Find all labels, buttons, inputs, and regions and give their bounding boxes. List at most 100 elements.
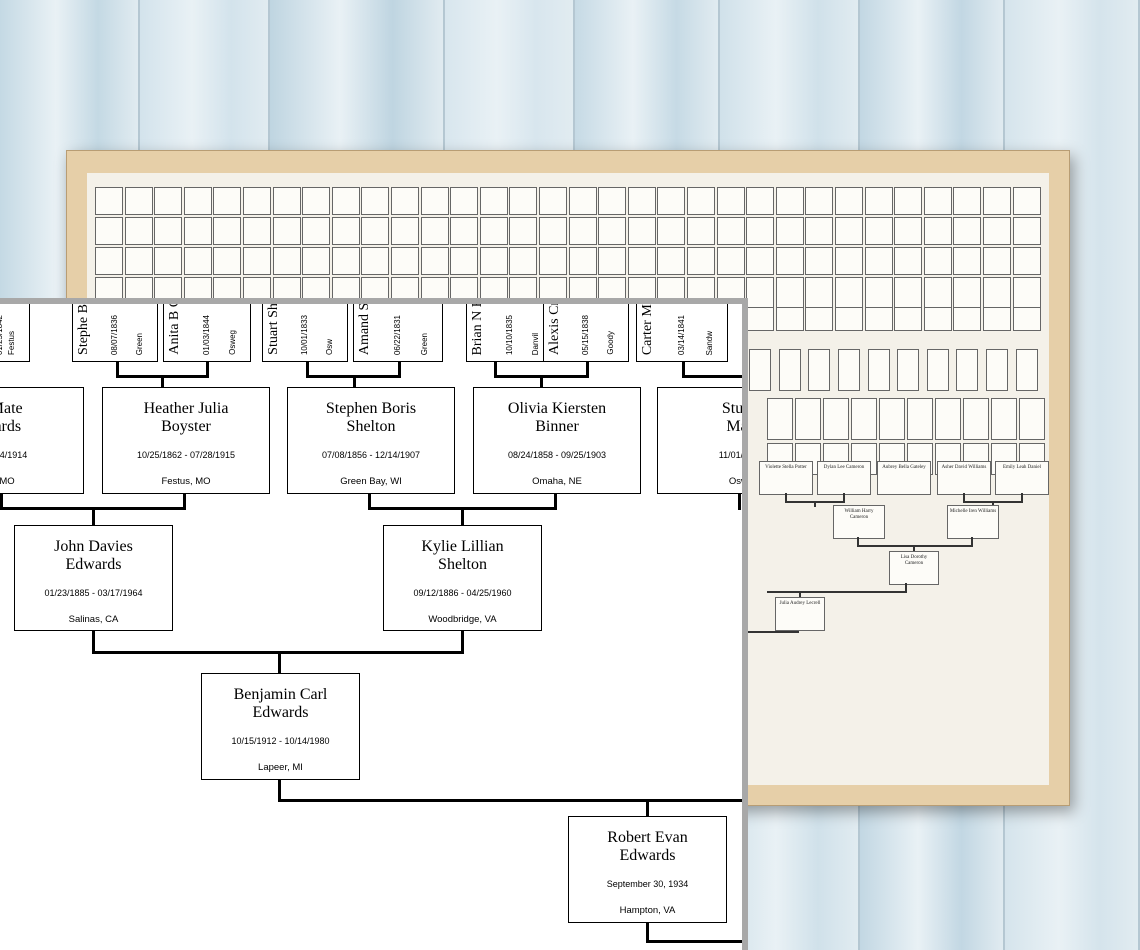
mini-ancestor-box [420,217,449,245]
mini-ancestor-box [1012,307,1041,331]
person-place: Omaha, NE [532,476,582,487]
mini-ancestor-box [124,217,153,245]
mini-person-name: Asher David Williams [941,465,987,470]
mini-ancestor-box [923,187,952,215]
ancestor-name: Alexis Cri [547,298,562,355]
mini-ancestor-box [1019,398,1045,440]
person-place: Hampton, VA [619,905,676,916]
person-dates: 01/23/1885 - 03/17/1964 [44,588,143,598]
ancestor-dates: 03/14/1841 [677,314,686,355]
mini-ancestor-box [838,349,860,391]
connector-line [494,362,497,378]
mini-connector [747,631,799,633]
person-place: Salinas, CA [68,614,119,625]
person-place: Festus, MO [161,476,211,487]
mini-ancestor-box [213,187,242,215]
mini-ancestor-box [894,247,923,275]
person-dates: 11/01/1863 [718,450,748,460]
mini-person-box: William Harry Cameron [833,505,885,539]
mini-ancestor-box [775,217,804,245]
mini-connector [1021,493,1023,503]
person-name: Binner [535,418,579,435]
mini-ancestor-box [805,187,834,215]
mini-ancestor-box [539,217,567,245]
person-name: t Mate [0,400,23,417]
mini-ancestor-box [1012,217,1041,245]
connector-line [554,494,557,510]
mini-ancestor-box [983,307,1011,331]
mini-person-box: Lisa Dorothy Cameron [889,551,939,585]
person-box: StuartMag 11/01/1863 Oswe [657,387,748,494]
mini-ancestor-box [154,217,183,245]
ancestor-dates: 01/25/1842 [0,314,4,355]
ancestor-place: Green [420,332,429,355]
mini-ancestor-box [778,349,801,391]
mini-ancestor-box [568,247,597,275]
mini-ancestor-box [716,187,745,215]
connector-line [278,780,281,802]
connector-line [738,494,741,510]
mini-person-name: Aubrey Bella Gateley [882,465,926,470]
mini-connector [963,493,965,503]
connector-line [586,362,589,378]
person-name: John Davies [54,538,133,555]
mini-ancestor-box [923,247,952,275]
mini-ancestor-box [775,277,804,309]
connector-line [116,362,119,378]
person-name: Kylie Lillian [421,538,504,555]
mini-ancestor-box [749,349,772,391]
ancestor-name: Brian N Bin [470,298,485,355]
mini-ancestor-box [983,187,1011,215]
person-name: Olivia Kiersten [507,400,607,417]
connector-line [92,631,95,654]
mini-ancestor-box [331,187,360,215]
connector-line [183,494,186,510]
mini-ancestor-box [864,277,893,309]
mini-ancestor-box [479,187,508,215]
mini-ancestor-box [391,187,419,215]
person-place: Woodbridge, VA [428,614,497,625]
person-place: Lapeer, MI [258,762,303,773]
person-name: Edwards [619,847,676,864]
connector-line [161,375,164,387]
connector-line [461,507,464,525]
mini-ancestor-box [450,247,479,275]
person-name: Robert Evan [607,829,688,846]
mini-ancestor-box [539,247,567,275]
mini-ancestor-box [509,187,538,215]
mini-ancestor-box [897,349,920,391]
mini-ancestor-box [183,247,212,275]
mini-ancestor-box [746,277,775,309]
mini-ancestor-box [331,217,360,245]
mini-ancestor-box [894,307,923,331]
mini-ancestor-box [302,247,331,275]
mini-person-name: Emily Leah Daniel [1002,465,1042,470]
mini-ancestor-box [539,187,567,215]
mini-person-box: Michelle Iren Williams [947,505,999,539]
connector-line [278,799,742,802]
mini-ancestor-box [479,217,508,245]
mini-ancestor-box [746,217,775,245]
connector-line [368,494,371,510]
connector-line [646,940,742,943]
ancestor-name: Carter Mag [640,298,655,355]
mini-ancestor-box [775,187,804,215]
mini-ancestor-box [361,187,390,215]
mini-ancestor-box [1012,277,1041,309]
mini-ancestor-box [243,187,271,215]
person-name: Stuart [721,400,744,417]
mini-ancestor-box [568,187,597,215]
mini-ancestor-box [124,187,153,215]
person-name: Stephen Boris [325,400,417,417]
person-name: Mag [726,418,748,435]
mini-ancestor-box [687,247,715,275]
ancestor-dates: 10/01/1833 [300,314,309,355]
mini-ancestor-box [627,217,656,245]
connector-line [92,507,95,525]
mini-connector [913,545,915,551]
mini-ancestor-box [450,217,479,245]
person-dates: - 10/14/1914 [0,450,28,460]
